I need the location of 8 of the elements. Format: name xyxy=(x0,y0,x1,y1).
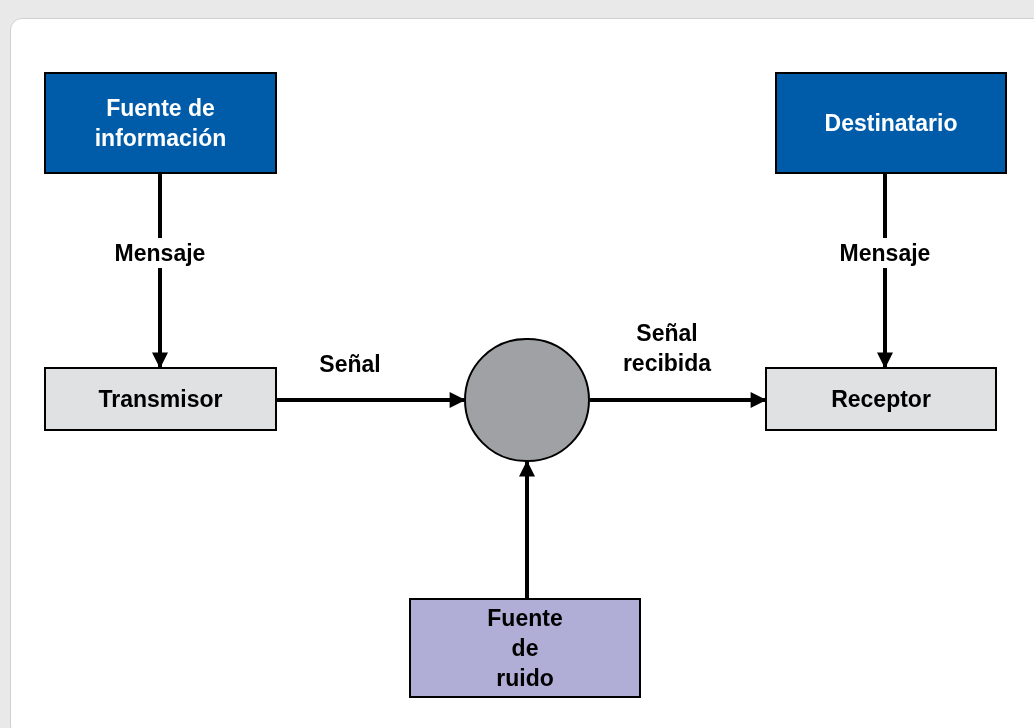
process-box: Destinatario xyxy=(775,72,1007,174)
arrow xyxy=(590,392,767,408)
process-box: Fuente de ruido xyxy=(409,598,641,698)
arrow xyxy=(277,392,466,408)
process-box: Receptor xyxy=(765,367,997,431)
process-box: Transmisor xyxy=(44,367,277,431)
process-box: Fuente de información xyxy=(44,72,277,174)
arrow xyxy=(519,460,535,598)
